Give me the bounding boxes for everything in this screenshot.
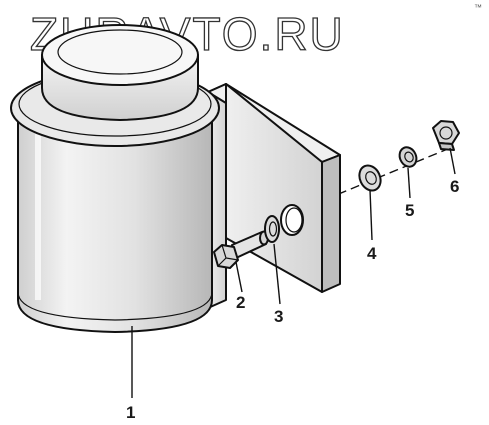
spring-washer-5	[398, 146, 418, 168]
washer-3	[264, 215, 280, 243]
leader-5	[407, 167, 411, 199]
leader-4	[369, 189, 373, 241]
nut-6	[432, 120, 460, 151]
watermark-corner-mark: ™	[474, 3, 482, 12]
callout-2: 2	[236, 293, 245, 312]
bracket-mounting-hole	[280, 204, 304, 236]
callout-3: 3	[274, 307, 283, 326]
callout-1: 1	[126, 403, 135, 422]
leader-6	[449, 147, 456, 175]
leader-2	[235, 261, 243, 293]
leader-3	[273, 243, 281, 305]
callout-5: 5	[405, 201, 414, 220]
mounting-bracket	[207, 83, 341, 309]
washer-4	[358, 164, 382, 192]
reservoir	[10, 24, 220, 333]
callout-4: 4	[367, 244, 377, 263]
callout-6: 6	[450, 177, 459, 196]
bolt	[213, 230, 269, 269]
